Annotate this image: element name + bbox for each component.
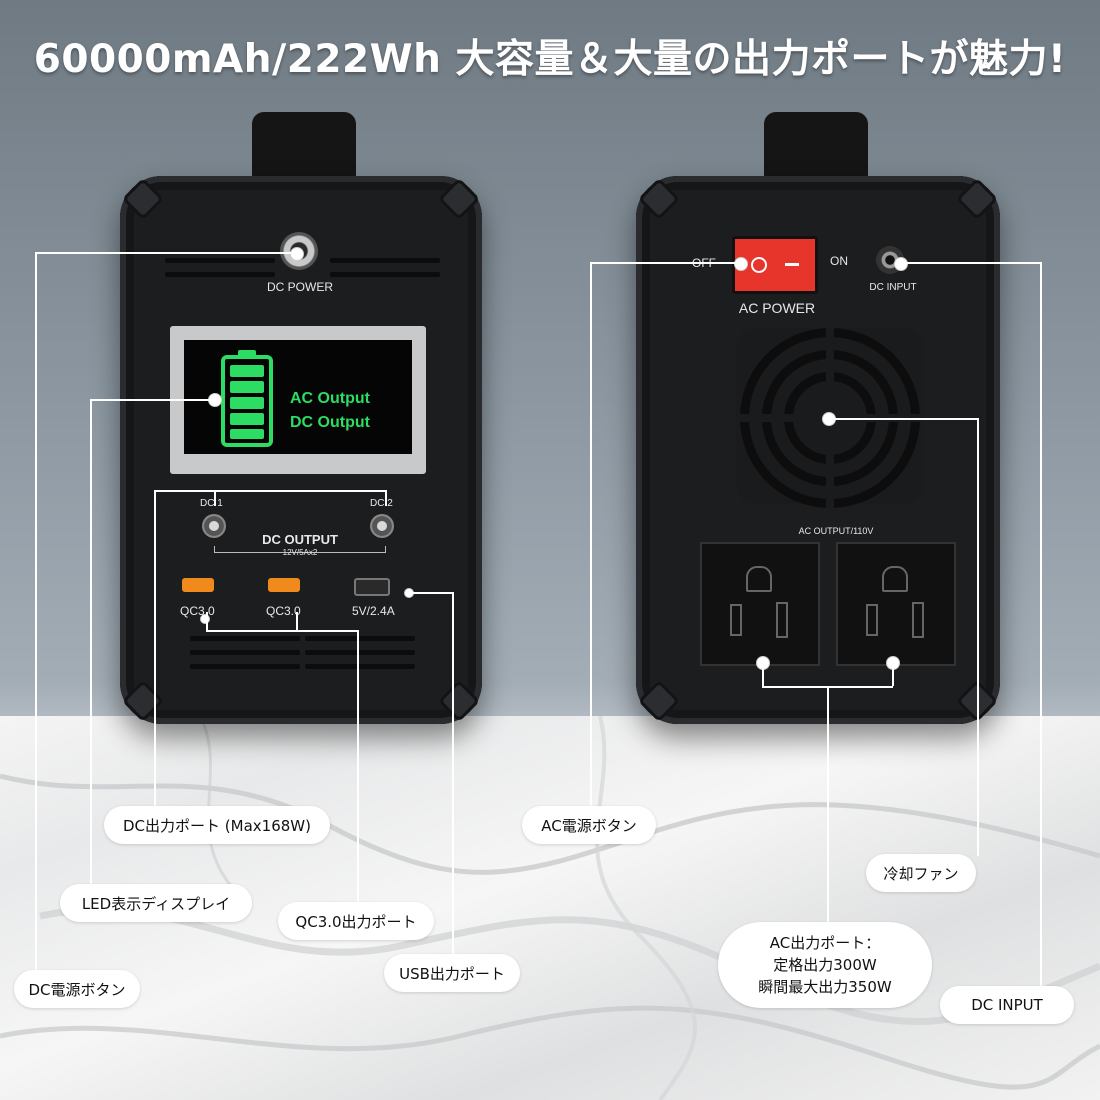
marble-veins [0, 716, 1100, 1100]
callout-line [828, 418, 978, 420]
qc1-port[interactable] [182, 578, 214, 592]
switch-on-mark [785, 263, 799, 266]
callout-line [1040, 262, 1042, 988]
callout-ac-port-line3: 瞬間最大出力350W [758, 978, 892, 996]
callout-dot-dc-power [290, 247, 304, 261]
callout-usb-port: USB出力ポート [384, 954, 520, 992]
callout-led-display: LED表示ディスプレイ [60, 884, 252, 922]
callout-line [590, 262, 736, 264]
outlet-slot [776, 602, 788, 638]
outlet-slot [912, 602, 924, 638]
callout-ac-port-line2: 定格出力300W [773, 956, 877, 974]
screen-ac-output: AC Output [290, 390, 370, 407]
vent-slot [190, 664, 300, 669]
dc-power-label: DC POWER [267, 280, 333, 294]
callout-ac-power-button: AC電源ボタン [522, 806, 656, 844]
callout-line [214, 490, 216, 506]
callout-line [452, 592, 454, 956]
callout-line [154, 490, 386, 492]
corner-bolt [121, 177, 165, 221]
vent-slot [165, 258, 275, 263]
dc1-port[interactable] [204, 516, 224, 536]
qc2-port[interactable] [268, 578, 300, 592]
callout-dc-port: DC出力ポート (Max168W) [104, 806, 330, 844]
callout-line [357, 630, 359, 904]
ac-outlet-right[interactable] [836, 542, 956, 666]
callout-dc-input: DC INPUT [940, 986, 1074, 1024]
outlet-slot [730, 604, 742, 636]
callout-line [154, 490, 156, 808]
callout-line [90, 399, 210, 401]
dc-output-label: DC OUTPUT [262, 532, 338, 547]
vent-slot [305, 636, 415, 641]
vent-slot [190, 636, 300, 641]
screen-dc-output: DC Output [290, 414, 370, 431]
corner-bolt [955, 177, 999, 221]
outlet-slot [866, 604, 878, 636]
vent-slot [190, 650, 300, 655]
dc-output-bracket [214, 546, 386, 553]
vent-slot [305, 650, 415, 655]
lcd-screen: AC Output DC Output [184, 340, 412, 454]
usb-port[interactable] [354, 578, 390, 596]
vent-slot [330, 272, 440, 277]
front-unit: DC POWER AC Output DC Output DC 1 DC 2 D… [120, 176, 482, 724]
qc2-label: QC3.0 [266, 604, 301, 618]
callout-dot-dc-input [894, 257, 908, 271]
dc-input-label: DC INPUT [869, 282, 917, 293]
dc2-label: DC 2 [370, 498, 393, 509]
vent-slot [165, 272, 275, 277]
callout-dot-qc [200, 614, 210, 624]
outlet-ground [882, 566, 908, 592]
callout-line [762, 662, 764, 686]
ac-output-label: AC OUTPUT/110V [798, 526, 874, 536]
callout-cooling-fan: 冷却ファン [866, 854, 976, 892]
dc2-port[interactable] [372, 516, 392, 536]
callout-line [900, 262, 1040, 264]
outlet-ground [746, 566, 772, 592]
dc1-label: DC 1 [200, 498, 223, 509]
switch-off-mark [751, 257, 767, 273]
vent-slot [330, 258, 440, 263]
dc-output-spec: 12V/5Ax2 [282, 548, 318, 557]
headline: 60000mAh/222Wh 大容量＆大量の出力ポートが魅力! [33, 37, 1067, 82]
callout-line [35, 252, 291, 254]
callout-line [385, 490, 387, 506]
corner-bolt [637, 177, 681, 221]
callout-ac-port: AC出力ポート： 定格出力300W 瞬間最大出力350W [718, 922, 932, 1008]
lcd-bezel: AC Output DC Output [170, 326, 426, 474]
on-label: ON [830, 254, 848, 268]
callout-line [892, 662, 894, 686]
corner-bolt [437, 177, 481, 221]
ac-outlet-left[interactable] [700, 542, 820, 666]
callout-ac-port-line1: AC出力ポート： [769, 934, 881, 952]
ac-power-label: AC POWER [738, 300, 816, 316]
callout-line [827, 686, 829, 922]
back-unit: OFF ON AC POWER DC INPUT AC OUTPUT/110V [636, 176, 1000, 724]
callout-line [408, 592, 452, 594]
callout-line [35, 252, 37, 970]
callout-line [206, 630, 358, 632]
callout-line [977, 418, 979, 856]
callout-line [90, 399, 92, 886]
usb-label: 5V/2.4A [352, 604, 395, 618]
callout-line [206, 612, 208, 630]
callout-line [590, 262, 592, 810]
battery-icon [221, 350, 273, 447]
callout-line [296, 612, 298, 630]
callout-dc-power-button: DC電源ボタン [14, 970, 140, 1008]
callout-dot-led [208, 393, 222, 407]
vent-slot [305, 664, 415, 669]
callout-qc-port: QC3.0出力ポート [278, 902, 434, 940]
callout-dot-ac-power [734, 257, 748, 271]
